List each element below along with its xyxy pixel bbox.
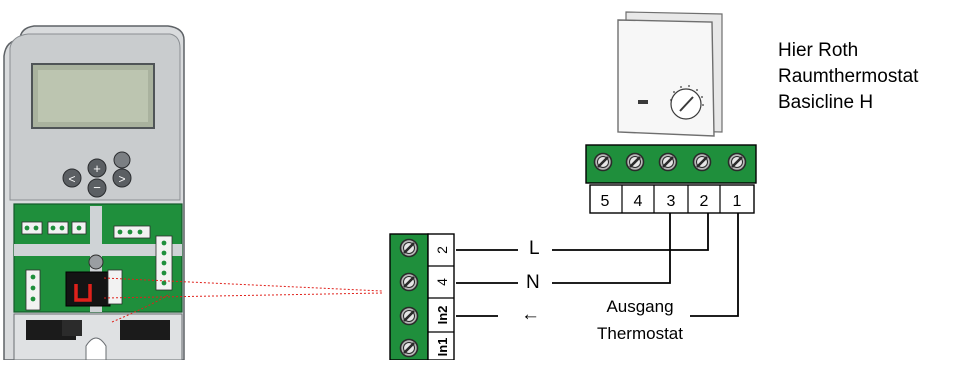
thermostat-terminal-number: 1 (733, 193, 742, 210)
thermostat-terminal-block: 5 4 3 2 1 (585, 144, 757, 214)
wires (456, 213, 739, 317)
wire-label-N: N (526, 272, 540, 293)
thermostat-name-line-2: Raumthermostat (778, 66, 919, 87)
wire-N (552, 213, 671, 284)
controller-terminal-label: In2 (435, 306, 450, 325)
controller-terminal-label: In1 (435, 338, 450, 357)
jumper-marker (74, 284, 92, 302)
thermostat-terminal-number: 2 (700, 193, 709, 210)
svg-text:+: + (93, 161, 101, 176)
thermostat-terminal-number: 3 (667, 193, 676, 210)
thermostat-terminal-number: 4 (634, 193, 643, 210)
svg-text:−: − (93, 180, 101, 195)
output-label-line-2: Thermostat (597, 324, 683, 343)
controller-terminal-block: 2 4 In2 In1 (389, 233, 455, 361)
output-label-line-1: Ausgang (606, 297, 674, 316)
wire-L (552, 213, 709, 251)
signal-arrow-icon: ← (521, 304, 540, 325)
thermostat-terminal-number: 5 (601, 193, 610, 210)
controller-buttons: < + − > (62, 151, 132, 198)
controller-unit: < + − > (3, 25, 383, 361)
thermostat-name-line-1: Hier Roth (778, 40, 859, 61)
thermostat-name-line-3: Basicline H (778, 92, 874, 113)
room-thermostat (617, 11, 723, 137)
controller-terminal-label: 4 (434, 278, 450, 286)
controller-terminal-label: 2 (434, 246, 450, 254)
svg-text:<: < (68, 172, 75, 186)
wire-label-L: L (529, 238, 540, 259)
svg-text:>: > (118, 172, 125, 186)
wire-output (690, 213, 739, 317)
callout-lines (103, 277, 383, 323)
